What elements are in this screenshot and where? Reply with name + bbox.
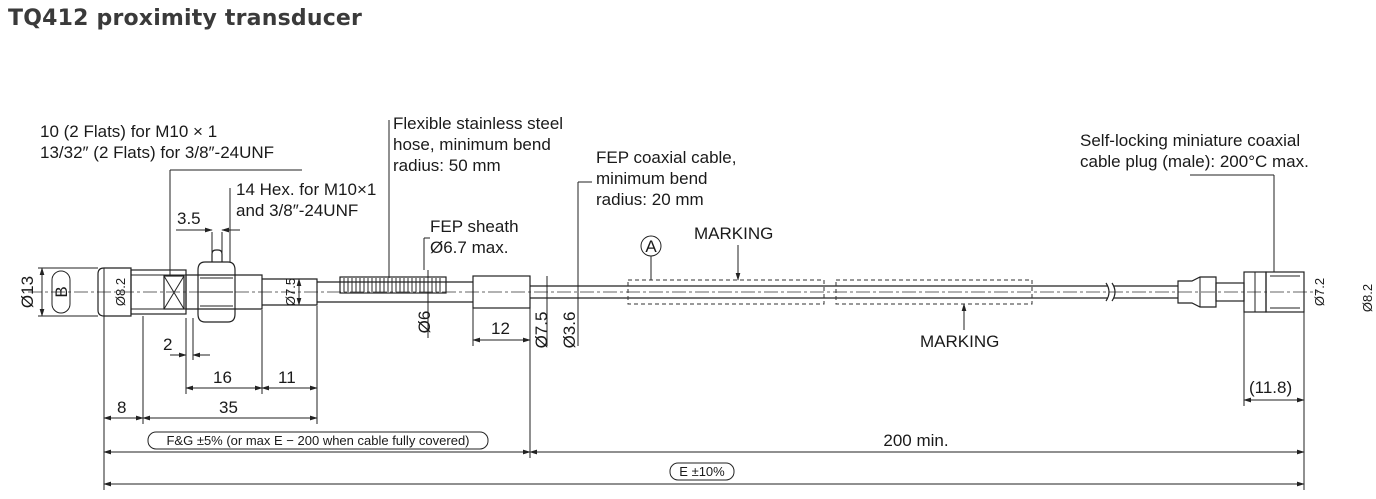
stainless-hose xyxy=(317,276,473,303)
svg-text:radius: 50 mm: radius: 50 mm xyxy=(393,156,501,175)
svg-text:Ø7.5: Ø7.5 xyxy=(283,278,298,306)
svg-text:minimum bend: minimum bend xyxy=(596,169,708,188)
coax-callout: FEP coaxial cable, minimum bend radius: … xyxy=(596,148,736,209)
dim-35: 35 xyxy=(142,398,318,421)
svg-text:10 (2 Flats) for M10 × 1: 10 (2 Flats) for M10 × 1 xyxy=(40,122,217,141)
marking-bottom-callout: MARKING xyxy=(920,303,999,351)
svg-text:Flexible stainless steel: Flexible stainless steel xyxy=(393,114,563,133)
svg-text:35: 35 xyxy=(219,398,238,417)
letter-b: B xyxy=(52,286,71,297)
svg-text:3.5: 3.5 xyxy=(177,209,201,228)
marking-sleeve-2 xyxy=(835,279,1033,305)
svg-text:11: 11 xyxy=(278,368,296,387)
hose-callout: Flexible stainless steel hose, minimum b… xyxy=(388,114,563,278)
fep-sheath xyxy=(472,275,531,309)
dim-200-min: 200 min. xyxy=(529,431,1305,455)
svg-text:200 min.: 200 min. xyxy=(883,431,948,450)
svg-text:Ø3.6: Ø3.6 xyxy=(560,312,579,349)
svg-text:Ø6.7 max.: Ø6.7 max. xyxy=(430,238,508,257)
dim-dia-7-5-sheath: Ø7.5 xyxy=(532,276,551,348)
svg-text:radius: 20 mm: radius: 20 mm xyxy=(596,190,704,209)
svg-text:Ø7.5: Ø7.5 xyxy=(532,312,551,349)
dim-16: 16 xyxy=(185,310,263,394)
svg-text:Ø6: Ø6 xyxy=(415,311,434,334)
svg-text:FEP sheath: FEP sheath xyxy=(430,217,519,236)
dim-fg-tolerance: F&G ±5% (or max E − 200 when cable fully… xyxy=(103,431,531,455)
dim-dia-13: Ø13 xyxy=(18,267,98,317)
dim-2: 2 xyxy=(163,318,210,360)
svg-text:FEP coaxial cable,: FEP coaxial cable, xyxy=(596,148,736,167)
coaxial-cable xyxy=(530,282,1178,302)
marking-sleeve-1 xyxy=(627,279,825,305)
threaded-body xyxy=(130,269,187,315)
dim-e-tolerance: E ±10% xyxy=(103,462,1305,487)
svg-text:13/32″ (2 Flats) for 3/8″-24UN: 13/32″ (2 Flats) for 3/8″-24UNF xyxy=(40,143,274,162)
dim-3-5: 3.5 xyxy=(176,209,240,262)
svg-text:16: 16 xyxy=(213,368,232,387)
svg-text:and 3/8″-24UNF: and 3/8″-24UNF xyxy=(236,201,358,220)
svg-text:Ø8.2: Ø8.2 xyxy=(113,278,128,306)
hex-callout: 14 Hex. for M10×1 and 3/8″-24UNF xyxy=(229,180,376,262)
fep-sheath-callout: FEP sheath Ø6.7 max. xyxy=(423,217,519,270)
dim-11: 11 xyxy=(261,306,318,424)
svg-text:(11.8): (11.8) xyxy=(1249,378,1292,397)
dim-dia-6: Ø6 xyxy=(415,270,434,338)
plug-callout: Self-locking miniature coaxial cable plu… xyxy=(1080,131,1309,272)
svg-text:Ø13: Ø13 xyxy=(18,276,37,308)
svg-text:cable plug (male): 200°C max.: cable plug (male): 200°C max. xyxy=(1080,152,1309,171)
marking-top-callout: MARKING xyxy=(694,224,773,281)
svg-text:hose, minimum bend: hose, minimum bend xyxy=(393,135,551,154)
page-title: TQ412 proximity transducer xyxy=(8,6,363,31)
dim-dia-7-2: Ø7.2 Ø8.2 xyxy=(1303,276,1375,312)
svg-text:14 Hex. for M10×1: 14 Hex. for M10×1 xyxy=(236,180,376,199)
letter-b-badge: B xyxy=(51,270,71,314)
dim-dia-8-2: Ø8.2 xyxy=(113,270,132,316)
dim-dia-3-6: Ø3.6 xyxy=(560,181,592,349)
cable-plug xyxy=(1177,271,1305,313)
svg-text:MARKING: MARKING xyxy=(920,332,999,351)
dim-dia-7-5-body: Ø7.5 xyxy=(283,278,302,306)
svg-text:2: 2 xyxy=(163,335,172,354)
svg-text:Ø8.2: Ø8.2 xyxy=(1360,284,1375,312)
svg-text:8: 8 xyxy=(117,398,126,417)
svg-text:12: 12 xyxy=(491,319,510,338)
dim-12: 12 xyxy=(472,308,531,458)
svg-text:MARKING: MARKING xyxy=(694,224,773,243)
svg-text:Ø7.2: Ø7.2 xyxy=(1312,278,1327,306)
hex-nut xyxy=(185,249,318,323)
circle-a-marker: A xyxy=(640,235,662,280)
svg-text:Self-locking miniature coaxial: Self-locking miniature coaxial xyxy=(1080,131,1300,150)
dim-8: 8 xyxy=(103,316,144,490)
svg-text:E ±10%: E ±10% xyxy=(679,464,725,479)
flats-callout: 10 (2 Flats) for M10 × 1 13/32″ (2 Flats… xyxy=(40,122,302,276)
svg-text:A: A xyxy=(645,237,657,256)
svg-text:F&G ±5% (or max E − 200 when c: F&G ±5% (or max E − 200 when cable fully… xyxy=(166,433,469,448)
dim-11-8: (11.8) xyxy=(1243,312,1305,490)
